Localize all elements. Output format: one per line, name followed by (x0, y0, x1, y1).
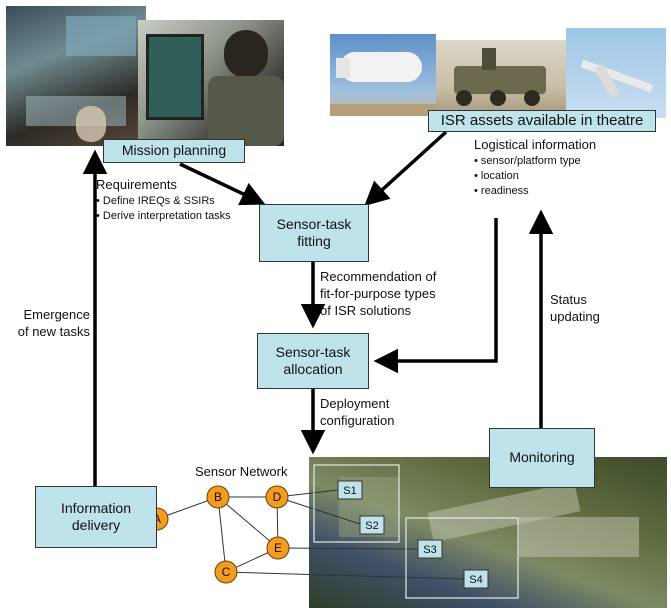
logistical-block: Logistical information • sensor/platform… (474, 137, 596, 198)
deployment-text: Deployment configuration (320, 396, 394, 430)
fitting-label-line2: fitting (297, 233, 331, 249)
sensor-s4-box (463, 569, 489, 589)
sensor-network-title: Sensor Network (195, 464, 288, 479)
emergence-text: Emergence of new tasks (0, 307, 90, 341)
emergence-line1: Emergence (23, 307, 90, 322)
logistical-item-1: • sensor/platform type (474, 154, 581, 167)
isr-assets-label: ISR assets available in theatre (440, 111, 644, 129)
deployment-line2: configuration (320, 412, 395, 428)
deployment-line1: Deployment (320, 396, 390, 411)
requirements-title: Requirements (96, 177, 177, 192)
sensor-area-2 (405, 517, 519, 599)
node-label-d: D (273, 490, 282, 504)
network-node-b (206, 485, 230, 509)
sensor-label-s2: S2 (365, 520, 378, 532)
sensor-label-s4: S4 (469, 574, 482, 586)
logistical-item-2: • location (474, 169, 519, 182)
sensor-label-s1: S1 (343, 485, 356, 497)
logistical-title: Logistical information (474, 137, 597, 152)
node-label-c: C (222, 565, 231, 579)
network-node-c (214, 560, 238, 584)
fitting-label-line1: Sensor-task (276, 215, 352, 232)
recommendation-line3: of ISR solutions (320, 302, 412, 318)
recommendation-line1: Recommendation of (320, 269, 437, 284)
allocation-label-line2: allocation (283, 361, 343, 377)
emergence-line2: of new tasks (17, 323, 90, 339)
command-center-photo (6, 6, 146, 146)
requirements-item-1: • Define IREQs & SSIRs (96, 194, 215, 207)
sensor-s3-box (417, 539, 443, 559)
arrow-mission-to-fitting (179, 162, 266, 206)
robot-vehicle-photo (436, 40, 566, 118)
node-label-e: E (274, 541, 282, 555)
blimp-photo (330, 34, 436, 116)
arrow-isr-to-fitting (364, 130, 448, 207)
delivery-label-line2: delivery (71, 517, 121, 533)
sensor-label-s3: S3 (423, 544, 436, 556)
status-updating-text: Status updating (550, 292, 600, 326)
sensor-task-fitting-box: Sensor-task fitting (259, 204, 369, 262)
isr-assets-box: ISR assets available in theatre (428, 110, 656, 132)
requirements-block: Requirements • Define IREQs & SSIRs • De… (96, 177, 231, 224)
logistical-item-3: • readiness (474, 184, 529, 197)
recommendation-line2: fit-for-purpose types (320, 285, 436, 301)
sensor-task-allocation-box: Sensor-task allocation (257, 333, 369, 389)
mission-planning-label: Mission planning (121, 142, 227, 159)
node-label-b: B (214, 490, 222, 504)
delivery-label-line1: Information (60, 499, 132, 516)
monitoring-label: Monitoring (509, 449, 575, 466)
arrow-logistical-to-allocation (373, 218, 498, 374)
recommendation-text: Recommendation of fit-for-purpose types … (320, 269, 436, 320)
status-line1: Status (550, 292, 587, 307)
monitoring-box: Monitoring (489, 428, 595, 488)
node-label-a: A (153, 512, 161, 526)
mission-planning-box: Mission planning (103, 139, 245, 163)
network-node-e (266, 536, 290, 560)
network-node-d (265, 485, 289, 509)
allocation-label-line1: Sensor-task (275, 343, 351, 360)
information-delivery-box: Information delivery (35, 486, 157, 548)
sensor-area-1 (313, 464, 400, 543)
soldier-console-photo (138, 20, 284, 146)
sensor-s2-box (359, 515, 385, 535)
sensor-s1-box (337, 480, 363, 500)
status-line2: updating (550, 308, 600, 324)
requirements-item-2: • Derive interpretation tasks (96, 209, 231, 222)
drone-photo (566, 28, 666, 118)
